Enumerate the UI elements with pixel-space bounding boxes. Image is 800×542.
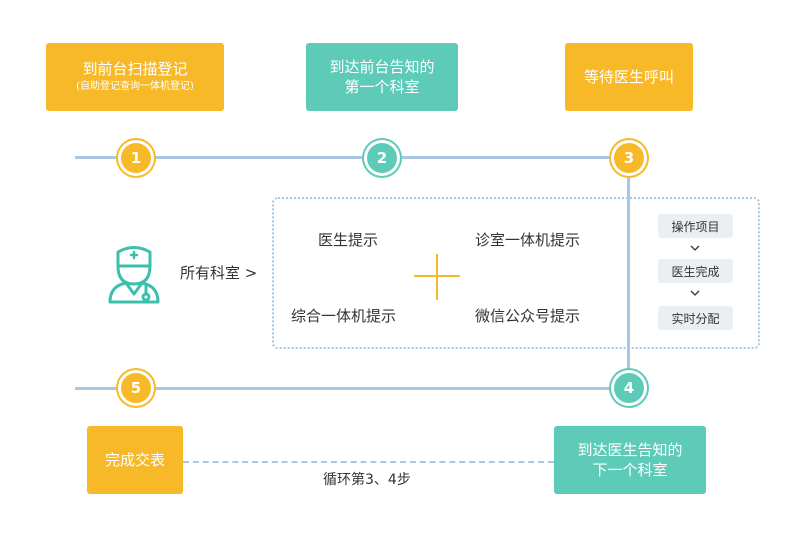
chevron-down-icon — [690, 245, 700, 251]
step5-box: 完成交表 — [87, 426, 183, 494]
top-timeline — [75, 156, 630, 159]
loop-dashed-line — [183, 461, 554, 463]
step1-title: 到前台扫描登记 — [82, 60, 188, 78]
process-item-realtime-assign: 实时分配 — [658, 306, 733, 330]
doctor-icon — [108, 246, 160, 304]
step5-title: 完成交表 — [104, 451, 165, 469]
loop-label: 循环第3、4步 — [323, 472, 411, 488]
step4-line1: 到达医生告知的 — [577, 441, 683, 459]
step-number-1: 1 — [121, 143, 151, 173]
process-item-doctor-done: 医生完成 — [658, 259, 733, 283]
step3-box: 等待医生呼叫 — [565, 43, 693, 111]
chevron-down-icon — [690, 290, 700, 296]
plus-icon-vertical — [436, 254, 438, 300]
step4-box: 到达医生告知的 下一个科室 — [554, 426, 706, 494]
step-number-2: 2 — [367, 143, 397, 173]
step3-title: 等待医生呼叫 — [583, 68, 674, 86]
step-number-3: 3 — [614, 143, 644, 173]
prompt-doctor: 医生提示 — [318, 231, 379, 249]
prompt-group — [272, 197, 760, 349]
process-item-operation: 操作项目 — [658, 214, 733, 238]
step-number-4: 4 — [614, 373, 644, 403]
right-connector — [627, 157, 630, 389]
step1-subtitle: (自助登记查询一体机登记) — [76, 81, 194, 92]
all-departments-label: 所有科室 > — [180, 264, 258, 282]
step2-line2: 第一个科室 — [344, 78, 420, 96]
step2-box: 到达前台告知的 第一个科室 — [306, 43, 458, 111]
prompt-wechat: 微信公众号提示 — [475, 307, 581, 325]
prompt-room-kiosk: 诊室一体机提示 — [475, 231, 581, 249]
step2-line1: 到达前台告知的 — [329, 58, 435, 76]
step1-box: 到前台扫描登记 (自助登记查询一体机登记) — [46, 43, 224, 111]
step-number-5: 5 — [121, 373, 151, 403]
prompt-general-kiosk: 综合一体机提示 — [291, 307, 397, 325]
step4-line2: 下一个科室 — [592, 461, 668, 479]
bottom-timeline — [75, 387, 630, 390]
